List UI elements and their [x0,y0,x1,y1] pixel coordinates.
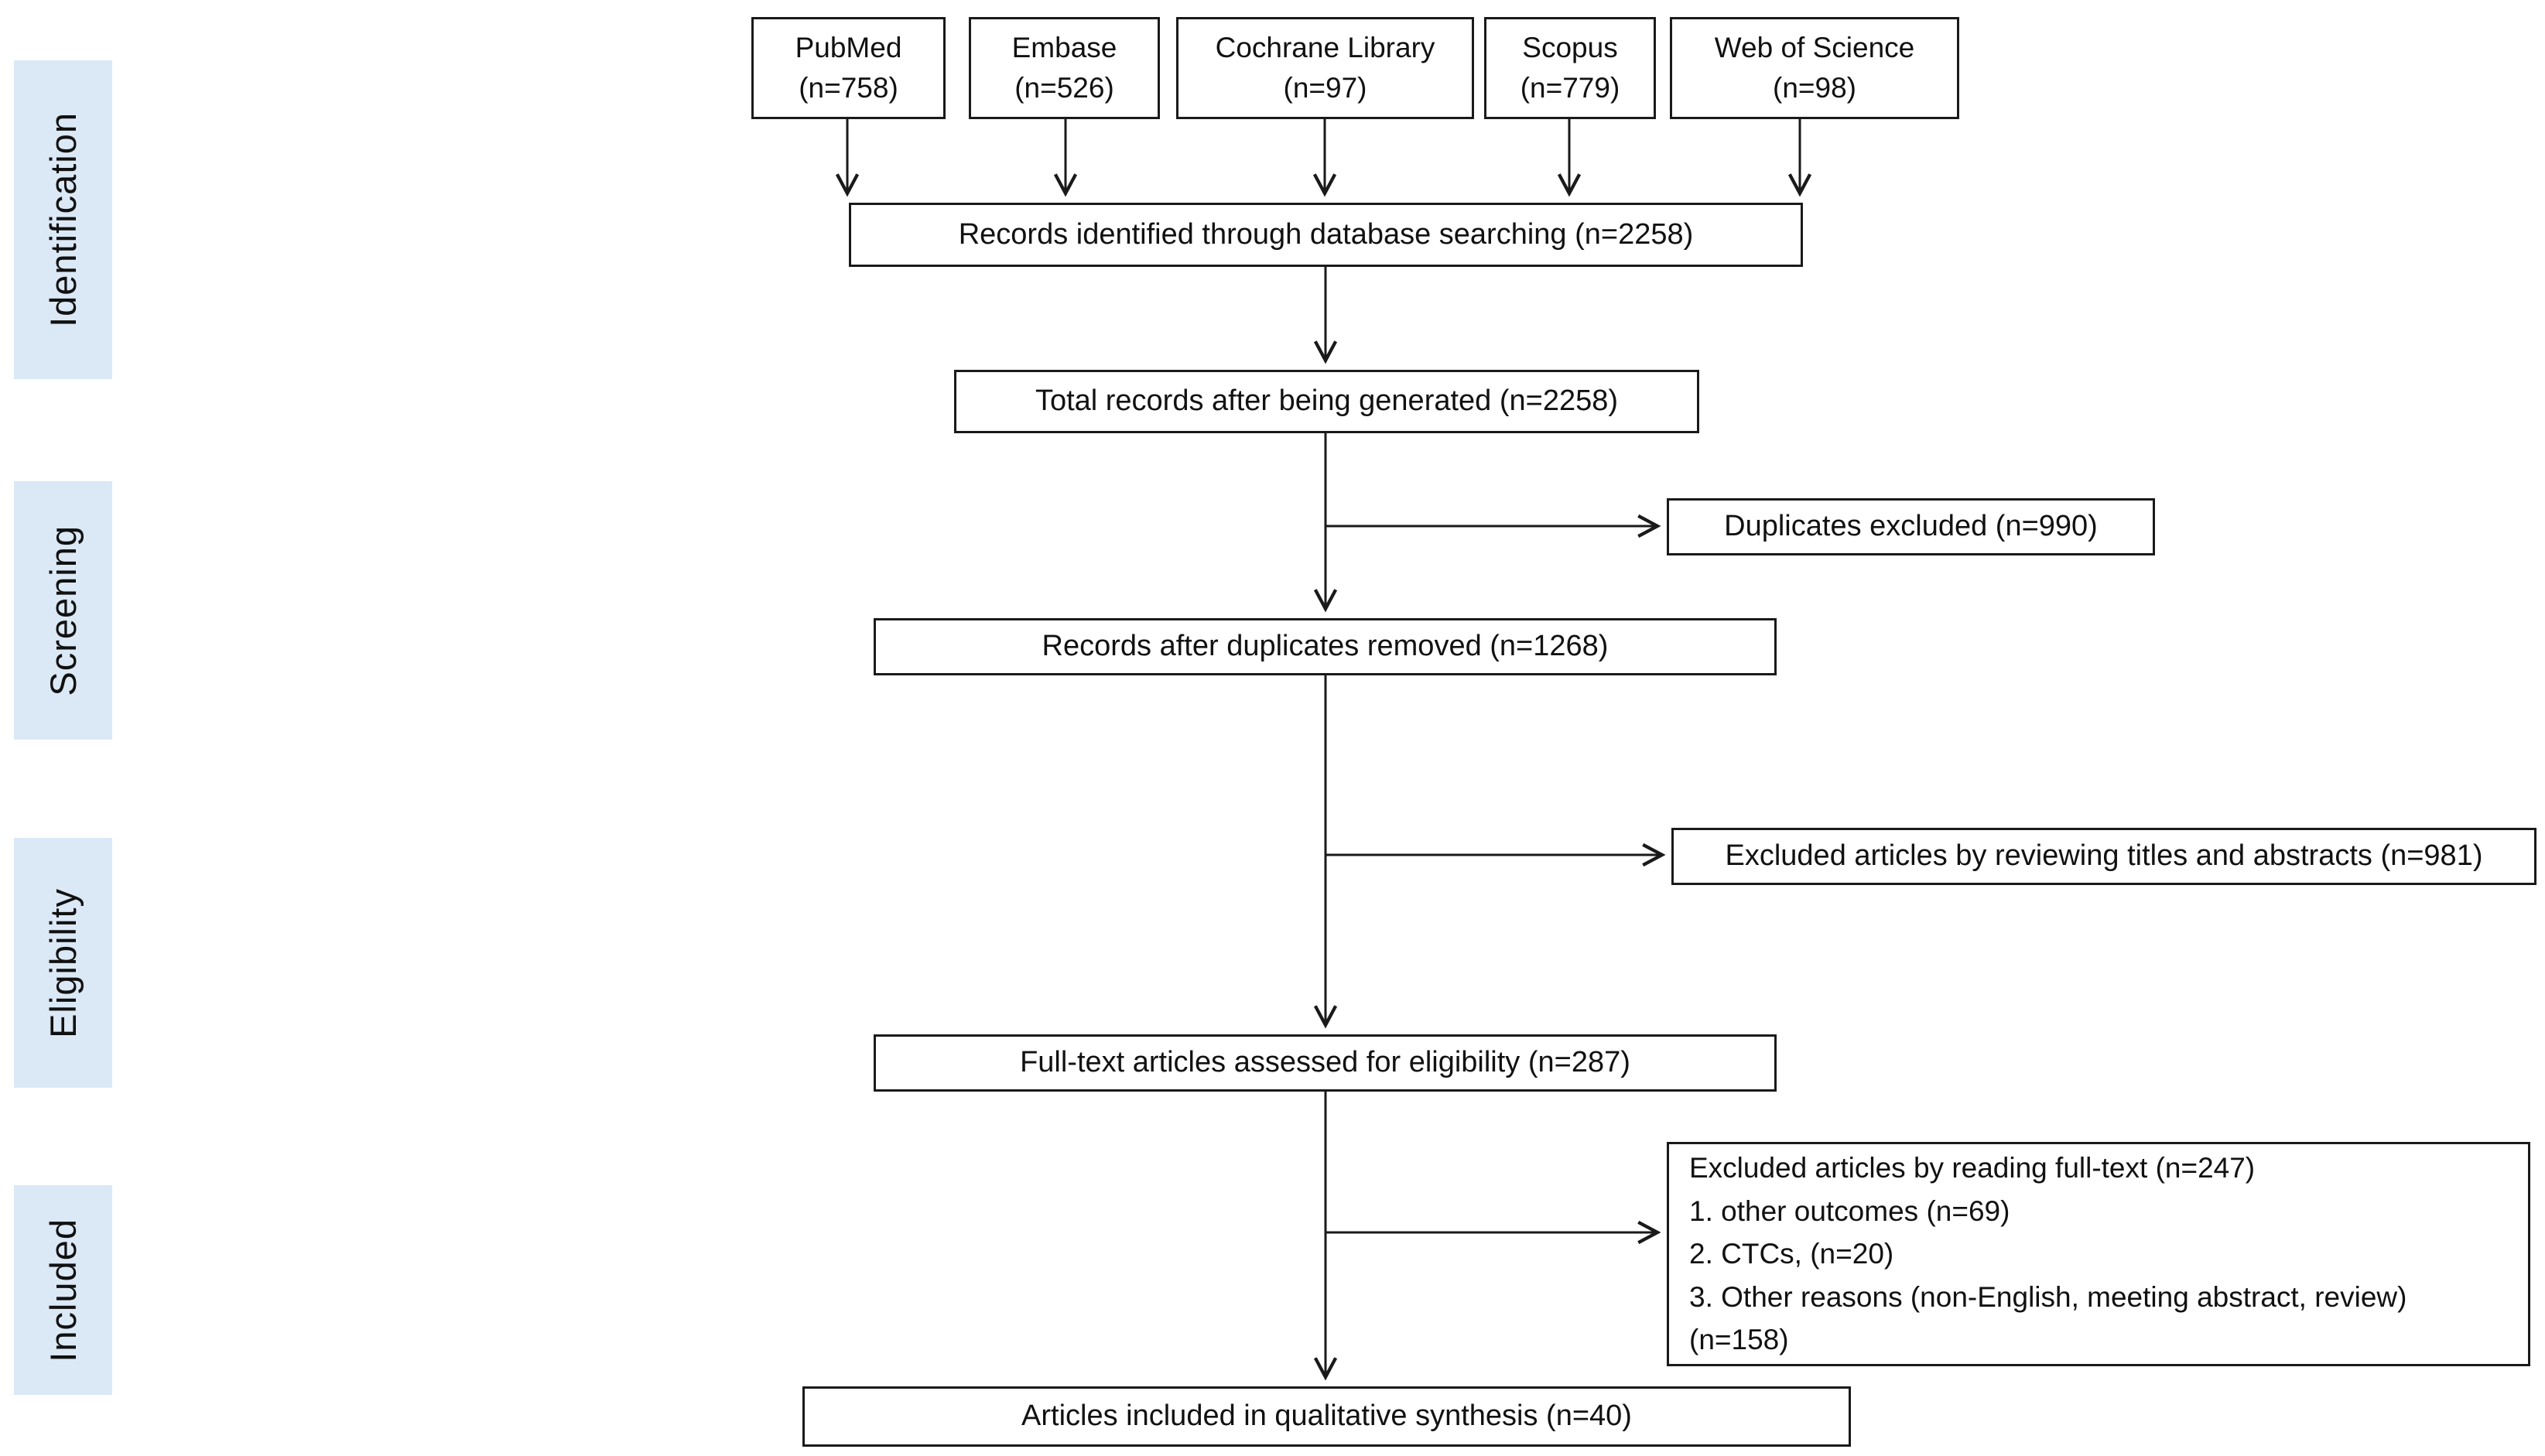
source-name-cochrane: Cochrane Library [1215,32,1435,64]
source-count-scopus: (n=779) [1520,72,1620,104]
excluded-fulltext-line-3: 2. CTCs, (n=20) [1689,1238,1894,1270]
excluded-fulltext-box: Excluded articles by reading full-text (… [1667,1142,2530,1366]
excluded-title-abstract-box: Excluded articles by reviewing titles an… [1671,828,2536,885]
source-box-embase: Embase (n=526) [969,17,1160,119]
stage-label-screening: Screening [43,525,84,696]
records-identified-label: Records identified through database sear… [958,217,1694,251]
excluded-fulltext-line-1: Excluded articles by reading full-text (… [1689,1152,2256,1184]
total-records-box: Total records after being generated (n=2… [954,370,1699,433]
excluded-fulltext-line-4: 3. Other reasons (non-English, meeting a… [1689,1280,2407,1313]
source-name-pubmed: PubMed [795,32,902,64]
excluded-fulltext-line-2: 1. other outcomes (n=69) [1689,1195,2010,1227]
excluded-title-abstract-label: Excluded articles by reviewing titles an… [1725,839,2483,873]
source-count-embase: (n=526) [1014,72,1114,104]
included-qualitative-box: Articles included in qualitative synthes… [802,1386,1851,1447]
stage-label-included: Included [43,1218,84,1362]
source-count-cochrane: (n=97) [1283,72,1367,104]
source-name-scopus: Scopus [1522,32,1618,64]
source-box-cochrane: Cochrane Library (n=97) [1176,17,1474,119]
source-name-embase: Embase [1011,32,1117,64]
source-count-web-of-science: (n=98) [1773,72,1856,104]
stage-band-screening: Screening [14,481,112,740]
stage-band-included: Included [14,1185,112,1395]
duplicates-excluded-label: Duplicates excluded (n=990) [1724,510,2098,543]
stage-band-eligibility: Eligibility [14,838,112,1088]
fulltext-assessed-label: Full-text articles assessed for eligibil… [1020,1046,1630,1079]
source-box-web-of-science: Web of Science (n=98) [1670,17,1959,119]
source-name-web-of-science: Web of Science [1714,32,1915,64]
fulltext-assessed-box: Full-text articles assessed for eligibil… [874,1034,1777,1092]
duplicates-excluded-box: Duplicates excluded (n=990) [1667,498,2155,555]
source-count-pubmed: (n=758) [799,72,898,104]
records-after-duplicates-box: Records after duplicates removed (n=1268… [874,618,1777,675]
stage-label-identification: Identification [43,112,84,327]
excluded-fulltext-line-5: (n=158) [1689,1324,1789,1356]
stage-band-identification: Identification [14,60,112,379]
total-records-label: Total records after being generated (n=2… [1035,385,1619,418]
included-qualitative-label: Articles included in qualitative synthes… [1021,1400,1632,1433]
source-box-pubmed: PubMed (n=758) [751,17,946,119]
records-identified-box: Records identified through database sear… [849,203,1803,267]
records-after-duplicates-label: Records after duplicates removed (n=1268… [1042,630,1609,663]
stage-label-eligibility: Eligibility [43,887,84,1038]
source-box-scopus: Scopus (n=779) [1484,17,1656,119]
